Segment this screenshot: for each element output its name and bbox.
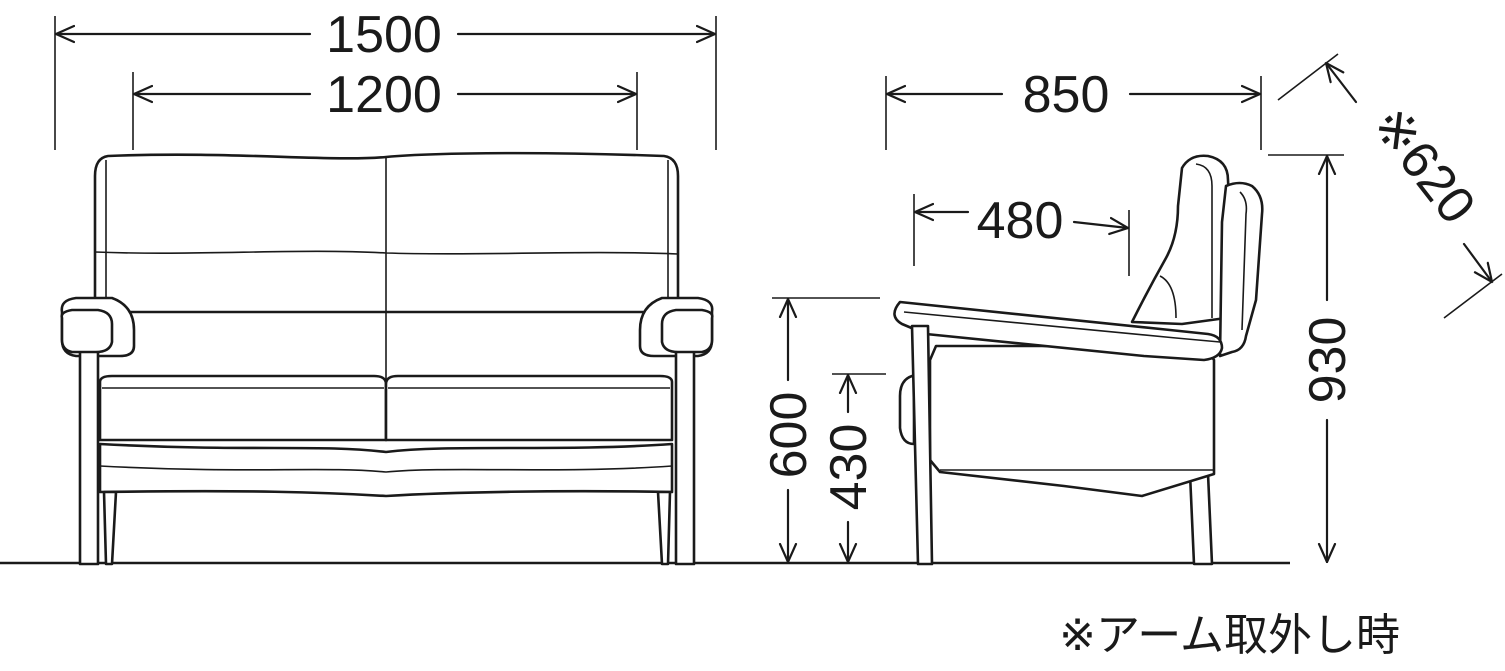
dimension-overall-height: 930 — [1268, 154, 1357, 564]
dimension-seat-height: 430 — [820, 373, 886, 564]
sofa-front-view — [60, 151, 714, 566]
label-850: 850 — [1023, 66, 1110, 124]
label-1200: 1200 — [326, 66, 442, 124]
label-930: 930 — [1299, 317, 1357, 404]
label-480: 480 — [977, 192, 1064, 250]
label-620: ※620 — [1360, 96, 1486, 234]
dimension-diagonal-depth: ※620 — [1277, 53, 1503, 319]
footnote-arm-removed: ※アーム取外し時 — [1059, 610, 1400, 661]
dimension-width-overall: 1500 — [54, 6, 717, 150]
label-1500: 1500 — [326, 6, 442, 64]
dimension-arm-height: 600 — [760, 297, 880, 564]
label-600: 600 — [760, 392, 818, 479]
dimension-width-seat: 1200 — [132, 66, 638, 150]
dimension-depth-seat: 480 — [913, 192, 1129, 276]
sofa-side-view — [893, 154, 1264, 566]
dimension-depth-overall: 850 — [885, 66, 1262, 150]
label-430: 430 — [820, 424, 878, 511]
